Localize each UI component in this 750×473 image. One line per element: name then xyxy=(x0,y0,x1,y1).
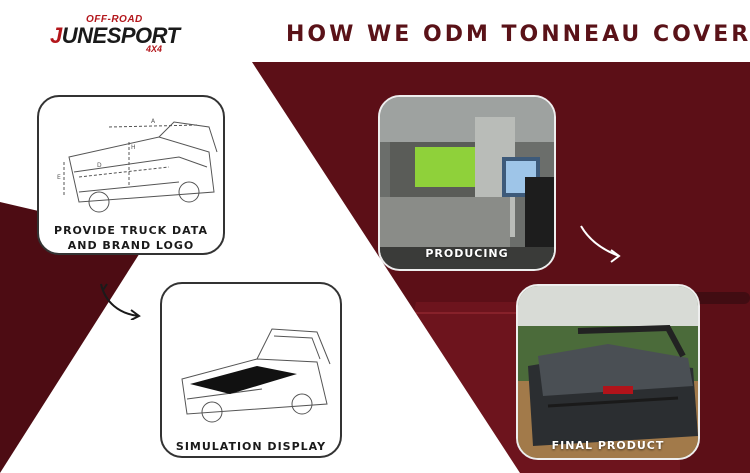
step3-caption: PRODUCING xyxy=(425,247,509,260)
logo-suffix-text: 4X4 xyxy=(146,44,163,54)
simulation-truck-drawing xyxy=(181,328,331,423)
step-producing-card: PRODUCING xyxy=(378,95,556,271)
logo-top-text: OFF-ROAD xyxy=(86,14,143,25)
truck-dimension-drawing: A H D E xyxy=(57,118,218,213)
arrow-step3-to-step4-icon xyxy=(580,225,621,263)
step-final-product-card: FINAL PRODUCT xyxy=(516,284,700,460)
factory-photo xyxy=(380,97,554,269)
step-truck-data-card: A H D E PROVIDE TRUCK DATA AND BRAND LOG… xyxy=(37,95,225,255)
step4-caption: FINAL PRODUCT xyxy=(551,439,665,452)
junesport-logo: OFF-ROAD JUNESPORT 4X4 xyxy=(50,14,185,54)
svg-text:H: H xyxy=(131,144,136,151)
svg-text:D: D xyxy=(97,162,102,169)
step-simulation-card: SIMULATION DISPLAY xyxy=(160,282,342,458)
svg-text:A: A xyxy=(151,118,156,125)
step1-caption-line1: PROVIDE TRUCK DATA xyxy=(54,224,208,237)
step2-caption: SIMULATION DISPLAY xyxy=(175,440,327,453)
page-title: HOW WE ODM TONNEAU COVER xyxy=(286,22,750,47)
logo-brand-text: JUNESPORT xyxy=(50,23,180,48)
step1-caption-line2: AND BRAND LOGO xyxy=(67,239,195,252)
svg-text:E: E xyxy=(57,174,61,181)
arrow-step1-to-step2-icon xyxy=(100,283,141,320)
final-product-photo xyxy=(518,286,698,458)
arrow-step2-to-step3-icon xyxy=(360,295,405,329)
header: OFF-ROAD JUNESPORT 4X4 HOW WE ODM TONNEA… xyxy=(0,0,750,62)
